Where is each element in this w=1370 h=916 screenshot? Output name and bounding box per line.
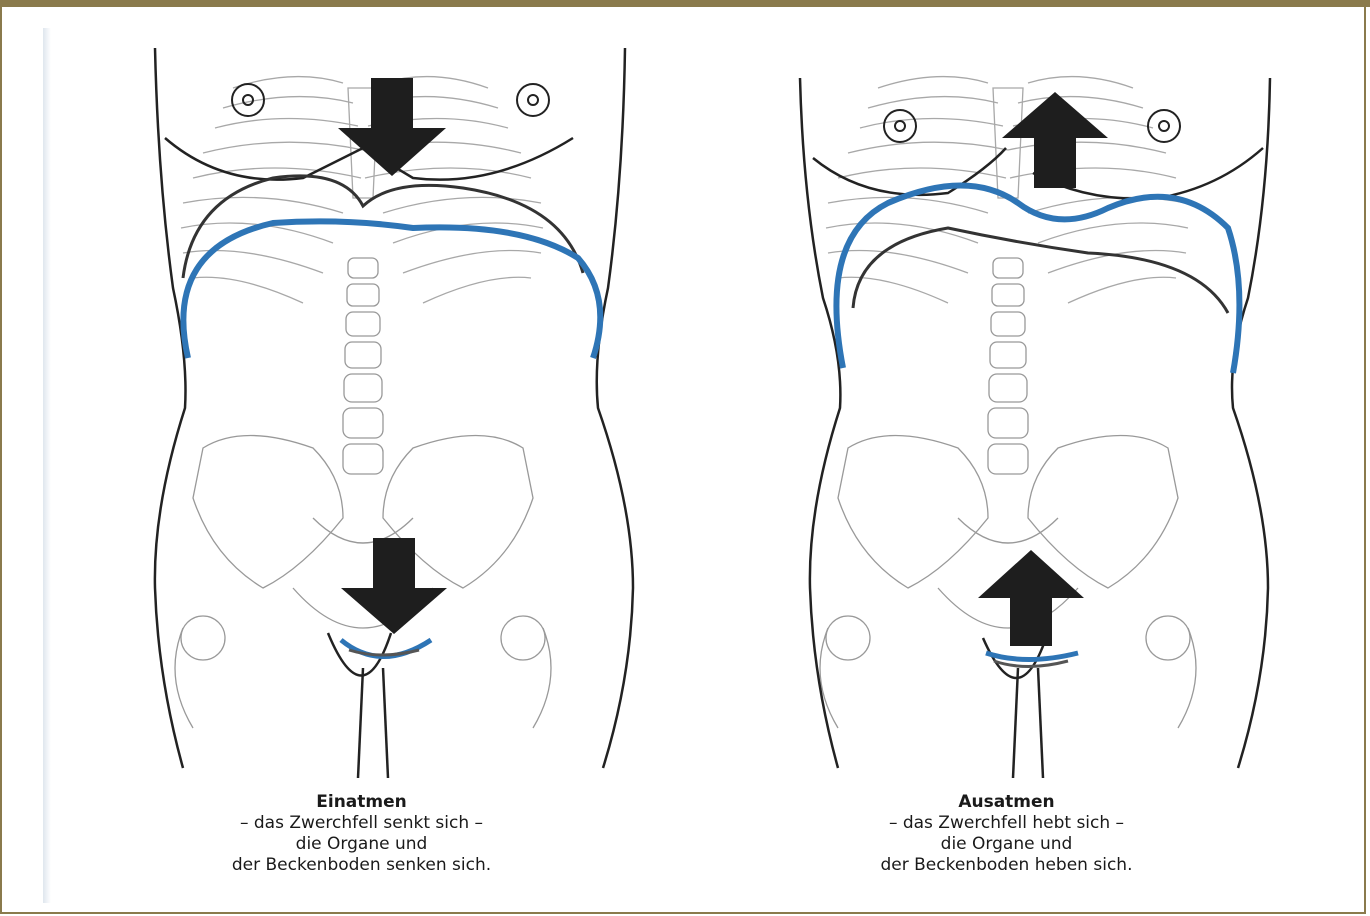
pelvic-floor-line: [986, 653, 1078, 660]
caption-line: die Organe und: [43, 834, 680, 855]
caption-inhale: Einatmen – das Zwerchfell senkt sich – d…: [43, 792, 680, 876]
spine: [988, 258, 1028, 474]
arrow-up-chest: [1002, 92, 1108, 188]
caption-line: – das Zwerchfell senkt sich –: [43, 813, 680, 834]
spine: [343, 258, 383, 474]
caption-title: Ausatmen: [688, 792, 1325, 813]
arrow-up-pelvis: [978, 550, 1084, 646]
arrow-down-chest: [338, 78, 446, 176]
diaphragm-line: [836, 186, 1239, 374]
diaphragm-line: [183, 221, 600, 358]
panel-exhale: Ausatmen – das Zwerchfell hebt sich – di…: [688, 28, 1325, 903]
arrow-down-pelvis: [341, 538, 447, 634]
scan-edge-shadow: [43, 28, 51, 903]
panel-inhale: Einatmen – das Zwerchfell senkt sich – d…: [43, 28, 680, 903]
caption-title: Einatmen: [43, 792, 680, 813]
inhale-illustration: [43, 28, 680, 788]
top-border-bar: [0, 0, 1370, 7]
rib-cage-left: [181, 77, 363, 303]
exhale-illustration: [688, 28, 1325, 788]
caption-line: die Organe und: [688, 834, 1325, 855]
caption-line: der Beckenboden senken sich.: [43, 855, 680, 876]
sternum: [993, 88, 1023, 198]
diaphragm-previous-position: [853, 228, 1228, 313]
caption-exhale: Ausatmen – das Zwerchfell hebt sich – di…: [688, 792, 1325, 876]
caption-line: – das Zwerchfell hebt sich –: [688, 813, 1325, 834]
caption-line: der Beckenboden heben sich.: [688, 855, 1325, 876]
